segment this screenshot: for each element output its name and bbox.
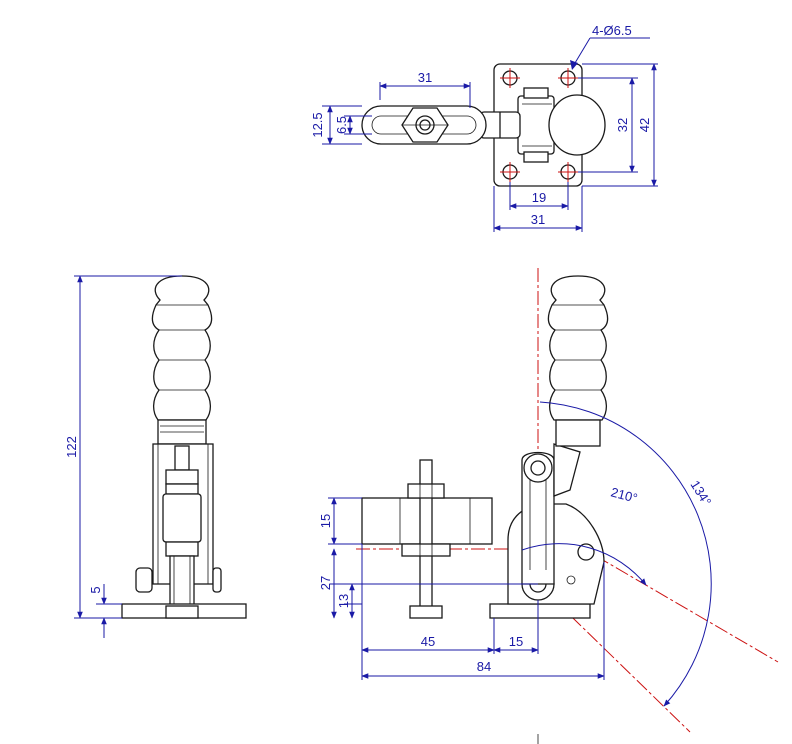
angle-arc-210 (521, 543, 647, 586)
dim-pivot-height: 27 (318, 576, 333, 590)
top-dimensions: 31 12.5 6.5 32 42 19 31 4-Ø6.5 (310, 23, 658, 232)
hole-callout: 4-Ø6.5 (592, 23, 632, 38)
dim-bar-length: 31 (418, 70, 432, 85)
arm-open-line (595, 555, 779, 663)
dim-base-thickness: 5 (88, 586, 103, 593)
front-view: 134° 210° 15 27 13 45 15 84 (318, 268, 779, 733)
spindle (419, 459, 433, 611)
dim-pivot-to-base: 13 (336, 594, 351, 608)
dim-base-width-inner: 19 (532, 190, 546, 205)
dim-pivot-offset: 15 (509, 634, 523, 649)
front-base-plate (489, 603, 591, 619)
mounting-holes (500, 68, 578, 182)
front-dimensions: 15 27 13 45 15 84 (318, 497, 605, 680)
dim-spindle-block: 15 (318, 514, 333, 528)
angle-label-210: 210° (609, 484, 639, 505)
dim-base-width-outer: 31 (531, 212, 545, 227)
front-handle-grip (547, 275, 609, 421)
dim-base-height-inner: 32 (615, 118, 630, 132)
dim-total-length: 84 (477, 659, 491, 674)
handle-knob-top (548, 94, 606, 156)
dim-slot-inner: 6.5 (334, 116, 349, 134)
dim-total-height: 122 (64, 436, 79, 458)
side-handle-grip (151, 275, 213, 421)
side-view: 122 5 (64, 275, 247, 638)
angle-label-134: 134° (687, 478, 714, 509)
top-view: 31 12.5 6.5 32 42 19 31 4-Ø6.5 (310, 23, 658, 232)
dim-slot-outer: 12.5 (310, 112, 325, 137)
dim-base-height-outer: 42 (637, 118, 652, 132)
dim-reach: 45 (421, 634, 435, 649)
side-dimensions: 122 5 (64, 275, 182, 638)
angle-arc-134 (539, 401, 712, 707)
